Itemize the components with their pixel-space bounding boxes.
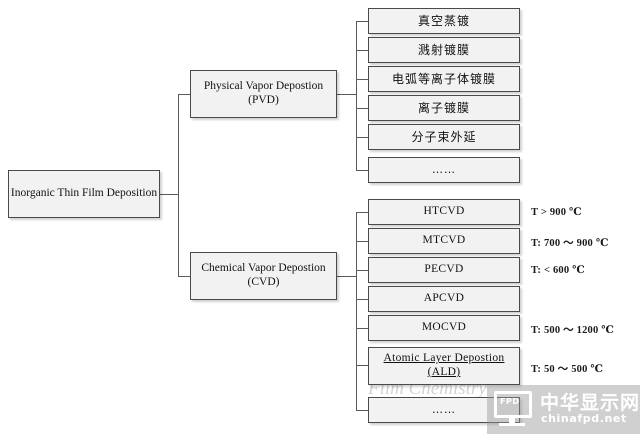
connector-cvd-child-4 [356, 299, 368, 300]
connector-cvd-spine [356, 212, 357, 410]
node-label: APCVD [423, 292, 465, 305]
node-root[interactable]: Inorganic Thin Film Deposition [8, 170, 160, 218]
node-label: 真空蒸镀 [417, 13, 470, 28]
node-label: 分子束外延 [411, 129, 477, 144]
node-label: 电弧等离子体镀膜 [391, 71, 496, 86]
node-label: 溅射镀膜 [417, 42, 470, 57]
watermark-site-name: 中华显示网 [540, 392, 640, 414]
node-pvd-child-vacuum-evaporation[interactable]: 真空蒸镀 [368, 8, 520, 34]
node-cvd[interactable]: Chemical Vapor Depostion (CVD) [190, 252, 337, 300]
node-pvd-label-line2: (PVD) [248, 94, 279, 106]
node-pvd-label-line1: Physical Vapor Depostion [203, 80, 324, 93]
connector-root-spine [178, 94, 179, 276]
node-label-line2: (ALD) [427, 366, 461, 378]
node-cvd-child-ald[interactable]: Atomic Layer Depostion (ALD) [368, 347, 520, 385]
connector-cvd-child-3 [356, 270, 368, 271]
node-root-label: Inorganic Thin Film Deposition [10, 187, 158, 200]
node-cvd-child-htcvd[interactable]: HTCVD [368, 199, 520, 225]
node-label: PECVD [424, 263, 464, 276]
connector-pvd-child-2 [356, 50, 368, 51]
watermark-logo-text: FPD [500, 397, 520, 406]
node-pvd-child-ion-plating[interactable]: 离子镀膜 [368, 95, 520, 121]
node-label-line1: Atomic Layer Depostion [383, 352, 505, 365]
node-pvd-child-ellipsis[interactable]: …… [368, 157, 520, 183]
temp-label-ald: T: 50 ～ 500 ℃ [531, 364, 604, 375]
node-pvd-child-arc-plasma[interactable]: 电弧等离子体镀膜 [368, 66, 520, 92]
temp-label-htcvd: T > 900 ℃ [531, 207, 582, 218]
connector-pvd-child-3 [356, 79, 368, 80]
temp-label-pecvd: T: < 600 ℃ [531, 265, 585, 276]
connector-pvd-stem [337, 94, 356, 95]
connector-pvd-child-4 [356, 108, 368, 109]
node-label: …… [432, 402, 456, 416]
node-cvd-label-line1: Chemical Vapor Depostion [201, 262, 326, 275]
node-cvd-child-pecvd[interactable]: PECVD [368, 257, 520, 283]
temp-label-mtcvd: T: 700 ～ 900 ℃ [531, 238, 609, 249]
node-pvd[interactable]: Physical Vapor Depostion (PVD) [190, 70, 337, 118]
connector-cvd-stem [337, 276, 356, 277]
node-label: MOCVD [421, 321, 467, 334]
connector-pvd-child-5 [356, 137, 368, 138]
watermark-site-url: chinafpd.net [541, 412, 627, 425]
temp-label-mocvd: T: 500 ～ 1200 ℃ [531, 325, 615, 336]
connector-pvd-child-1 [356, 21, 368, 22]
node-cvd-child-apcvd[interactable]: APCVD [368, 286, 520, 312]
watermark-monitor-icon: FPD [492, 388, 536, 430]
connector-cvd-child-2 [356, 241, 368, 242]
connector-root-to-cvd [178, 276, 190, 277]
connector-cvd-child-1 [356, 212, 368, 213]
node-cvd-child-mocvd[interactable]: MOCVD [368, 315, 520, 341]
connector-cvd-child-5 [356, 328, 368, 329]
connector-pvd-spine [356, 21, 357, 170]
node-label: MTCVD [422, 234, 466, 247]
connector-cvd-child-7 [356, 410, 368, 411]
connector-root-stem [160, 194, 178, 195]
node-label: …… [432, 162, 456, 176]
node-cvd-label-line2: (CVD) [247, 276, 280, 288]
node-pvd-child-mbe[interactable]: 分子束外延 [368, 124, 520, 150]
node-pvd-child-sputtering[interactable]: 溅射镀膜 [368, 37, 520, 63]
connector-cvd-child-6 [356, 365, 368, 366]
node-label: 离子镀膜 [417, 100, 470, 115]
connector-pvd-child-6 [356, 170, 368, 171]
connector-root-to-pvd [178, 94, 190, 95]
node-cvd-child-mtcvd[interactable]: MTCVD [368, 228, 520, 254]
node-label: HTCVD [423, 205, 465, 218]
